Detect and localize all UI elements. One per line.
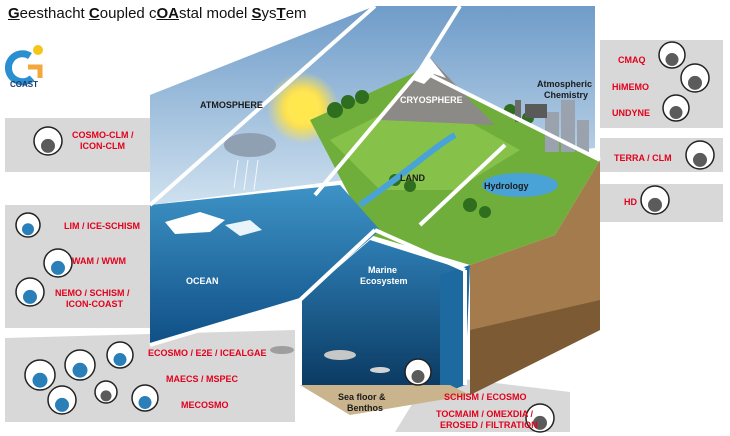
model-maecs-mspec: MAECS / MSPEC bbox=[166, 374, 239, 384]
benthos-icon bbox=[525, 403, 555, 433]
sea-ice bbox=[165, 212, 225, 234]
coast-logo bbox=[4, 45, 43, 86]
model-nemo-schism: NEMO / SCHISM / bbox=[55, 288, 130, 298]
seahorse-icon bbox=[47, 385, 77, 415]
region-atmosphere: ATMOSPHERE bbox=[200, 100, 263, 110]
model-hd: HD bbox=[624, 197, 637, 207]
model-undyne: UNDYNE bbox=[612, 108, 651, 118]
model-himemo: HiMEMO bbox=[612, 82, 649, 92]
marine-box bbox=[300, 240, 465, 385]
model-mecosmo: MECOSMO bbox=[181, 400, 229, 410]
sea-ice-icon bbox=[15, 212, 41, 238]
model-icon-coast: ICON-COAST bbox=[66, 299, 123, 309]
model-cmaq: CMAQ bbox=[618, 55, 646, 65]
lake bbox=[482, 173, 558, 197]
region-land: LAND bbox=[400, 173, 425, 183]
factory-icon bbox=[680, 63, 710, 93]
city-buildings bbox=[515, 100, 589, 152]
sea-floor bbox=[300, 385, 470, 415]
model-wam-wwm: WAM / WWM bbox=[72, 256, 126, 266]
particles-icon bbox=[131, 384, 159, 412]
car-icon bbox=[662, 94, 690, 122]
region-sea-floor-1: Sea floor & bbox=[338, 392, 386, 402]
nutrients-icon bbox=[94, 380, 118, 404]
model-terra-clm: TERRA / CLM bbox=[614, 153, 672, 163]
ocean-current-icon bbox=[15, 277, 45, 307]
model-ecosmo-e2e: ECOSMO / E2E / ICEALGAE bbox=[148, 348, 267, 358]
river-icon bbox=[640, 185, 670, 215]
model-tocmaim-omexdia: TOCMAIM / OMEXDIA / bbox=[436, 409, 534, 419]
land-tree-icon bbox=[685, 140, 715, 170]
region-cryosphere: CRYOSPHERE bbox=[400, 95, 463, 105]
sun-cloud-icon bbox=[33, 126, 63, 156]
dolphin-icon bbox=[64, 349, 96, 381]
river bbox=[358, 132, 457, 208]
page-title: Geesthacht Coupled cOAstal model SysTem bbox=[8, 5, 307, 22]
marine-life bbox=[270, 346, 390, 373]
coast-logo-text: COAST bbox=[10, 80, 38, 89]
region-marine-ecosystem-2: Ecosystem bbox=[360, 276, 408, 286]
model-lim-ice-schism: LIM / ICE-SCHISM bbox=[64, 221, 140, 231]
separators bbox=[148, 4, 601, 385]
cloud-chemistry-icon bbox=[658, 41, 686, 69]
region-ocean: OCEAN bbox=[186, 276, 219, 286]
rain-cloud bbox=[224, 133, 276, 157]
mountain bbox=[380, 58, 495, 125]
region-atmospheric-chemistry-1: Atmospheric bbox=[537, 79, 593, 89]
waves-icon bbox=[43, 248, 73, 278]
fish-icon bbox=[24, 359, 56, 391]
model-schism-ecosmo: SCHISM / ECOSMO bbox=[444, 392, 527, 402]
region-hydrology: Hydrology bbox=[484, 181, 529, 191]
sediment-icon bbox=[404, 358, 432, 386]
model-erosed-filtration: EROSED / FILTRATION bbox=[440, 420, 538, 430]
model-cosmo-clm: COSMO-CLM / bbox=[72, 130, 134, 140]
region-atmospheric-chemistry-2: Chemistry bbox=[544, 90, 589, 100]
region-sea-floor-2: Benthos bbox=[347, 403, 383, 413]
model-icon-clm: ICON-CLM bbox=[80, 141, 125, 151]
region-marine-ecosystem-1: Marine bbox=[368, 265, 398, 275]
rain-plankton-icon bbox=[106, 341, 134, 369]
